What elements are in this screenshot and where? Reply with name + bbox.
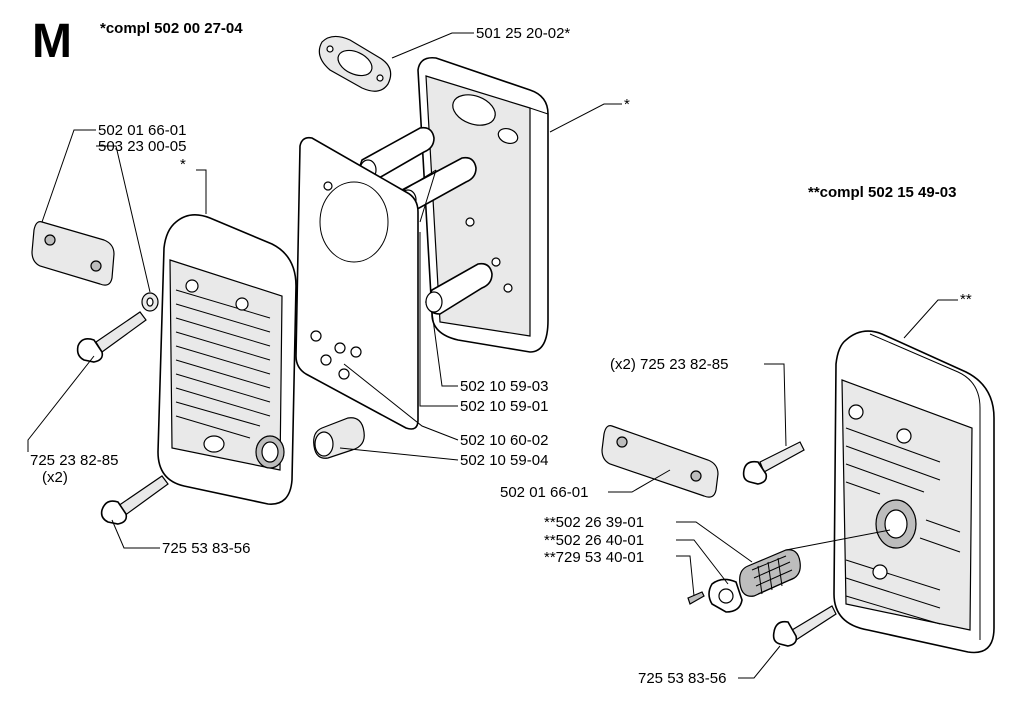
- label-gasket: 501 25 20-02*: [476, 25, 571, 42]
- baffle-plate-part: [295, 136, 419, 430]
- plate-part-right: [601, 425, 719, 498]
- screen-plate-part: [708, 578, 743, 613]
- label-tube-a: 502 10 59-03: [460, 378, 549, 395]
- screw-part-right-upper: [742, 441, 805, 485]
- leader-lines: [27, 32, 958, 679]
- plate-part-left: [31, 221, 115, 286]
- label-screw-left-upper-qty: (x2): [42, 469, 68, 486]
- sleeve-part: [313, 417, 365, 459]
- kit-note-left: *compl 502 00 27-04: [100, 20, 243, 37]
- label-washer-left: 503 23 00-05: [98, 138, 187, 155]
- muffler-body-part: [417, 56, 549, 353]
- label-cover-left: *: [180, 156, 186, 173]
- cover-louvers-left: [175, 289, 271, 439]
- screen-mesh: [751, 555, 795, 595]
- kit-note-right: **compl 502 15 49-03: [808, 184, 957, 201]
- label-screw-left-upper: 725 23 82-85: [30, 452, 119, 469]
- label-sleeve: 502 10 59-04: [460, 452, 549, 469]
- label-baffle: 502 10 60-02: [460, 432, 549, 449]
- muffler-part-right: [833, 330, 995, 654]
- tube-parts: [357, 126, 493, 315]
- label-screen: **502 26 39-01: [544, 514, 645, 531]
- gasket-part: [318, 35, 392, 92]
- screw-part-left-upper: [76, 311, 147, 363]
- label-tube-b: 502 10 59-01: [460, 398, 549, 415]
- section-letter: M: [32, 15, 72, 68]
- small-screw-part: [687, 591, 705, 605]
- screen-part: [739, 549, 801, 597]
- cover-part-left: [157, 214, 297, 505]
- washer-part: [141, 292, 159, 312]
- label-muffler-right: **: [960, 291, 972, 308]
- label-small-screw: **729 53 40-01: [544, 549, 645, 566]
- label-plate-right: 502 01 66-01: [500, 484, 589, 501]
- muffler-louvers-right: [845, 427, 961, 625]
- screw-part-left-lower: [100, 475, 169, 525]
- label-muffler-body-left: *: [624, 96, 630, 113]
- label-screw-left-lower: 725 53 83-56: [162, 540, 251, 557]
- label-screw-right-lower: 725 53 83-56: [638, 670, 727, 687]
- screw-part-right-lower: [772, 605, 837, 647]
- label-plate-left: 502 01 66-01: [98, 122, 187, 139]
- label-screen-plate: **502 26 40-01: [544, 532, 645, 549]
- label-screw-right-upper: (x2) 725 23 82-85: [610, 356, 729, 373]
